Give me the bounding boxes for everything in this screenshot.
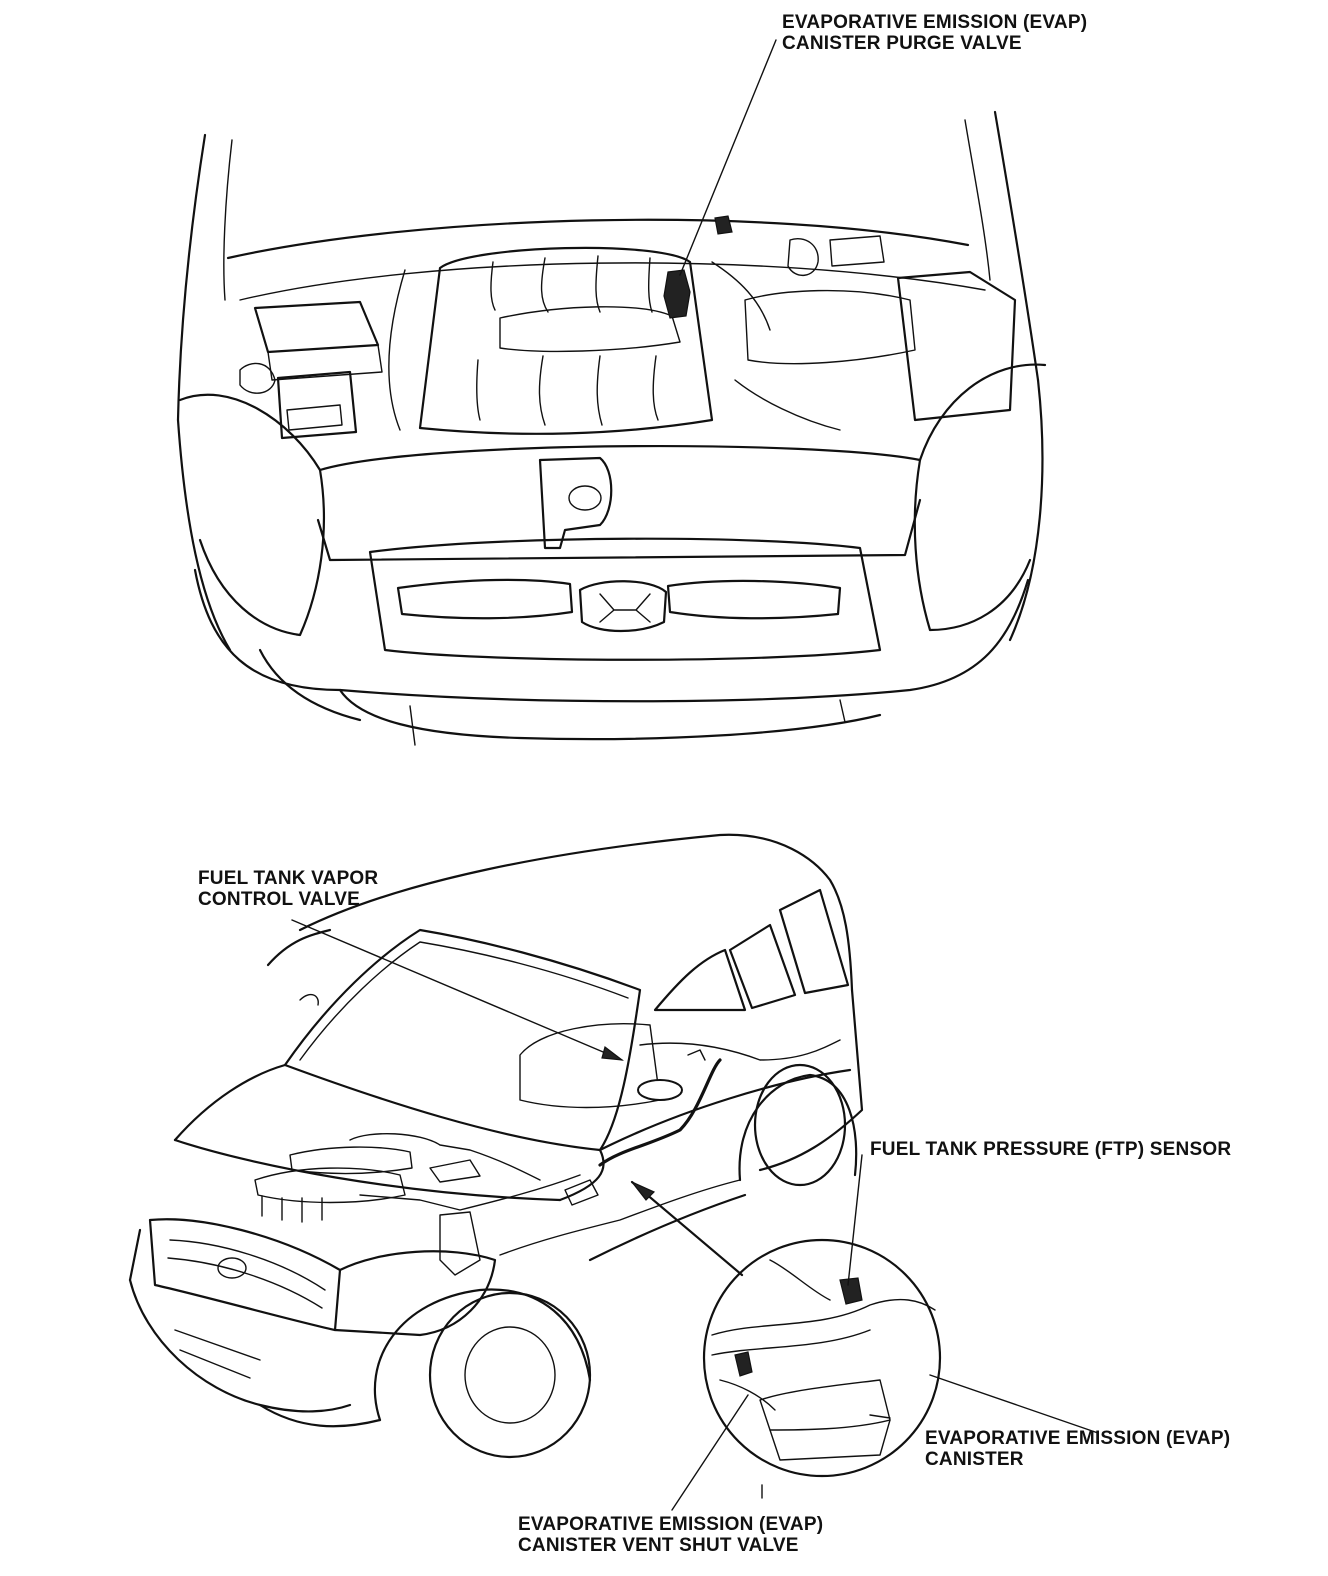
canister-leader: [929, 1374, 1099, 1434]
label-evap-canister: EVAPORATIVE EMISSION (EVAP) CANISTER: [925, 1428, 1230, 1470]
engine-bay-illustration: [176, 110, 1047, 746]
label-evap-canister-line1: EVAPORATIVE EMISSION (EVAP): [925, 1428, 1231, 1449]
label-evap-canister-line2: CANISTER: [925, 1449, 1024, 1470]
vent-valve-leader: [671, 1394, 749, 1511]
vapor-valve-leader: [291, 919, 623, 1061]
inset-pointer-arrowhead: [631, 1181, 656, 1201]
label-vent-shut-valve-line2: CANISTER VENT SHUT VALVE: [518, 1535, 799, 1556]
label-purge-valve: EVAPORATIVE EMISSION (EVAP) CANISTER PUR…: [782, 12, 1087, 54]
label-ftp-sensor-line1: FUEL TANK PRESSURE (FTP) SENSOR: [870, 1139, 1232, 1160]
label-purge-valve-line1: EVAPORATIVE EMISSION (EVAP): [782, 12, 1088, 33]
label-ftp-sensor: FUEL TANK PRESSURE (FTP) SENSOR: [870, 1139, 1231, 1160]
label-vent-shut-valve-line1: EVAPORATIVE EMISSION (EVAP): [518, 1514, 824, 1535]
inset-pointer-line: [630, 1180, 744, 1277]
label-vapor-control-valve-line1: FUEL TANK VAPOR: [198, 868, 379, 889]
label-purge-valve-line2: CANISTER PURGE VALVE: [782, 33, 1022, 54]
vapor-valve-arrowhead: [601, 1045, 625, 1061]
label-vapor-control-valve: FUEL TANK VAPOR CONTROL VALVE: [198, 868, 378, 910]
ftp-sensor-leader: [847, 1154, 863, 1286]
label-vapor-control-valve-line2: CONTROL VALVE: [198, 889, 360, 910]
purge-valve-leader: [679, 39, 777, 276]
label-vent-shut-valve: EVAPORATIVE EMISSION (EVAP) CANISTER VEN…: [518, 1514, 823, 1556]
vehicle-illustration: [128, 833, 864, 1459]
canister-inset-circle: [702, 1238, 942, 1478]
